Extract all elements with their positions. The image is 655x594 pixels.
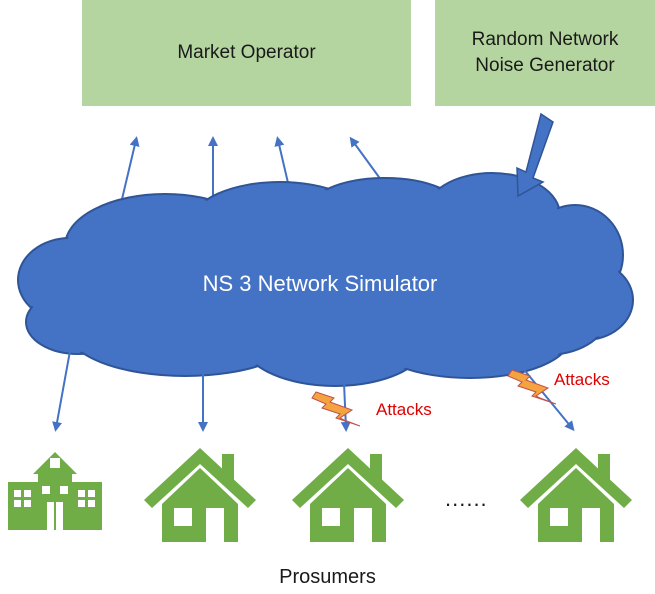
market-operator-box: Market Operator: [82, 0, 411, 106]
noise-generator-label-line1: Random Network: [471, 29, 619, 51]
noise-generator-label: Random Network Noise Generator: [472, 27, 619, 78]
house-icon: [292, 448, 404, 542]
ellipsis: ......: [445, 486, 488, 511]
school-icon: [8, 452, 102, 530]
cloud-fill-core: [20, 175, 631, 384]
arrow-down-1: [52, 339, 73, 432]
attack-label-1: Attacks: [376, 400, 432, 419]
prosumers-label: Prosumers: [279, 566, 376, 588]
lightning-icon: [507, 369, 557, 405]
cloud-label: NS 3 Network Simulator: [202, 271, 438, 296]
lightning-icon: [311, 391, 361, 427]
house-icon: [144, 448, 256, 542]
house-icon: [520, 448, 632, 542]
noise-block-arrow: [516, 112, 554, 198]
noise-generator-label-line2: Noise Generator: [475, 55, 615, 76]
attack-label-2: Attacks: [554, 370, 610, 389]
noise-generator-box: Random Network Noise Generator: [435, 0, 655, 106]
market-operator-label: Market Operator: [177, 42, 316, 64]
